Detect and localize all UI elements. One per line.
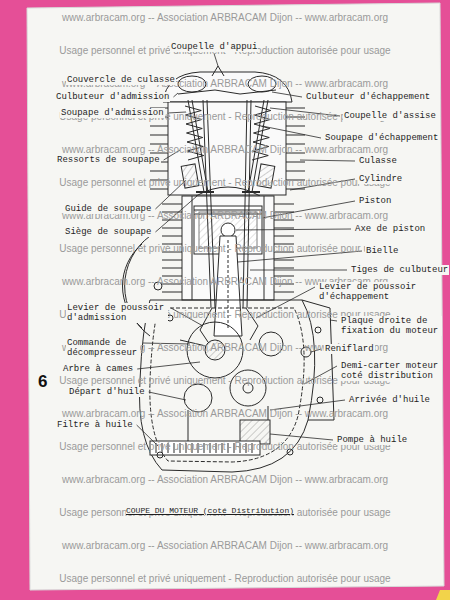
part-label: Soupape d'échappement xyxy=(324,133,439,143)
part-label: Guide de soupape xyxy=(64,204,152,214)
watermark: www.arbracam.org -- Association ARBRACAM… xyxy=(62,408,388,419)
watermark: www.arbracam.org -- Association ARBRACAM… xyxy=(62,474,388,485)
part-label: Demi-carter moteur coté distribution xyxy=(340,361,442,381)
fin xyxy=(162,204,182,205)
watermark: Usage personnel et privé uniquement - Re… xyxy=(59,243,390,254)
part-label: Soupape d'admission xyxy=(60,108,165,118)
oil-pump xyxy=(240,420,270,444)
cam-gear xyxy=(184,384,212,412)
fin xyxy=(150,171,168,172)
fin xyxy=(286,108,305,109)
page-number: 6 xyxy=(38,372,47,392)
part-label: Reniflard xyxy=(324,344,375,354)
part-label: Tiges de culbuteur xyxy=(350,265,449,275)
fin xyxy=(274,228,294,229)
rockers xyxy=(178,90,276,94)
fin xyxy=(150,135,168,136)
watermark: www.arbracam.org -- Association ARBRACAM… xyxy=(62,540,388,551)
part-label: Départ d'huile xyxy=(68,387,146,397)
fin xyxy=(286,171,305,172)
part-label: Commande de décompresseur xyxy=(66,338,140,358)
paper-edge xyxy=(436,590,450,600)
part-label: Pompe à huile xyxy=(336,435,408,445)
leader-line xyxy=(137,362,200,369)
part-label: Culbuteur d'admission xyxy=(55,92,170,102)
fin xyxy=(274,204,294,205)
part-label: Axe de piston xyxy=(354,224,426,234)
watermark: www.arbracam.org -- Association ARBRACAM… xyxy=(62,12,388,23)
bolt xyxy=(315,327,321,333)
part-label: Plaque droite de fixation du moteur xyxy=(340,316,442,336)
fin xyxy=(274,236,294,237)
fin xyxy=(150,189,168,190)
gudgeon-pin xyxy=(221,223,235,237)
fin xyxy=(162,260,182,261)
part-label: Bielle xyxy=(365,246,399,256)
part-label: Arbre à cames xyxy=(62,364,134,374)
fin xyxy=(162,292,182,293)
page xyxy=(27,3,444,590)
part-label: Piston xyxy=(358,196,392,206)
leader-line xyxy=(250,270,347,271)
part-label: Culasse xyxy=(358,156,398,166)
leader-line xyxy=(236,229,351,230)
part-label: Culbuteur d'échappement xyxy=(305,92,431,102)
watermark: www.arbracam.org -- Association ARBRACAM… xyxy=(62,144,388,155)
part-label: Couvercle de culasse xyxy=(66,75,176,85)
leader-line xyxy=(270,434,333,440)
fin xyxy=(150,126,168,127)
combustion-chamber xyxy=(196,187,260,196)
leader-line xyxy=(300,160,355,161)
part-label: Levier de poussoir d'admission xyxy=(66,303,168,323)
fin xyxy=(274,260,294,261)
bolt xyxy=(157,452,163,458)
leader-line xyxy=(262,126,321,138)
fin xyxy=(286,126,305,127)
fin xyxy=(286,135,305,136)
fin xyxy=(274,268,294,269)
part-label: Ressorts de soupape xyxy=(56,155,161,165)
watermark: Usage personnel et privé uniquement - Re… xyxy=(59,573,390,584)
part-label: Filtre à huile xyxy=(56,420,134,430)
part-label: Cylindre xyxy=(358,174,403,184)
watermark: Usage personnel et privé uniquement - Re… xyxy=(59,177,390,188)
bolt xyxy=(317,397,323,403)
fin xyxy=(286,162,305,163)
part-label: Arrivée d'huile xyxy=(348,395,431,405)
part-label: Coupelle d'appui xyxy=(170,42,258,52)
fin xyxy=(162,268,182,269)
part-label: Siège de soupape xyxy=(64,227,152,237)
leader-line xyxy=(272,92,302,97)
fin xyxy=(162,228,182,229)
part-label: Coupelle d'assise xyxy=(343,111,437,121)
leader-line xyxy=(330,320,337,321)
fin xyxy=(162,236,182,237)
leader-line xyxy=(173,93,178,97)
part-label: Levier de poussoir d'échappement xyxy=(318,282,420,302)
spring-cup xyxy=(212,66,224,76)
caption: COUPE DU MOTEUR (coté Distribution) xyxy=(126,506,294,515)
fin xyxy=(274,292,294,293)
leader-line xyxy=(149,392,186,400)
